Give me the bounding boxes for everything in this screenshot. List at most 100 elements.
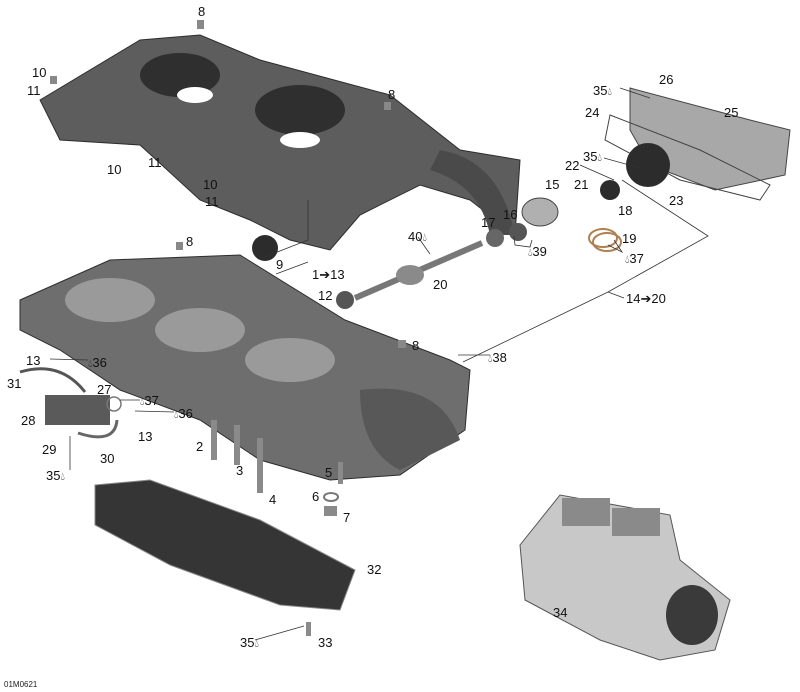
callout-21: 21 [574, 178, 588, 192]
callout-3: 3 [236, 464, 243, 478]
callout-35: 35💧︎ [46, 469, 65, 484]
callout-35: 35💧︎ [583, 150, 602, 165]
callout-17: 17 [481, 216, 495, 230]
callout-37: 💧︎37 [140, 394, 159, 409]
callout-19: 19 [622, 232, 636, 246]
callout-27: 27 [97, 383, 111, 397]
callout-number: 17 [481, 215, 496, 230]
callout-number: 13 [26, 353, 41, 368]
callout-number: 25 [724, 105, 739, 120]
callout-28: 28 [21, 414, 35, 428]
callout-number: 1➔13 [312, 267, 345, 282]
callout-8: 8 [198, 5, 205, 19]
callout-number: 22 [565, 158, 580, 173]
callout-number: 21 [574, 177, 589, 192]
callout-number: 10 [32, 65, 47, 80]
callout-number: 8 [412, 338, 420, 353]
callout-number: 35 [583, 149, 598, 164]
callout-number: 14➔20 [626, 291, 666, 306]
oil-drop-icon: 💧︎ [254, 638, 259, 650]
callout-number: 40 [408, 229, 423, 244]
callout-number: 20 [433, 277, 448, 292]
callout-6: 6 [312, 490, 319, 504]
oil-drop-icon: 💧︎ [597, 152, 602, 164]
callout-31: 31 [7, 377, 21, 391]
oil-drop-icon: 💧︎ [528, 247, 533, 259]
callout-40: 40💧︎ [408, 230, 427, 245]
callout-number: 35 [46, 468, 61, 483]
callout-7: 7 [343, 511, 350, 525]
cover-illustration [94, 479, 356, 611]
callout-8: 8 [186, 235, 193, 249]
callout-number: 12 [318, 288, 333, 303]
callout-25: 25 [724, 106, 738, 120]
callout-11: 11 [27, 84, 41, 98]
callout-number: 39 [532, 244, 547, 259]
lower-crankcase-illustration [19, 254, 471, 481]
callout-13: 13 [26, 354, 40, 368]
callout-18: 18 [618, 204, 632, 218]
callout-22: 22 [565, 159, 579, 173]
oil-drop-icon: 💧︎ [174, 409, 179, 421]
callout-number: 27 [97, 382, 112, 397]
oil-drop-icon: 💧︎ [60, 471, 65, 483]
oil-drop-icon: 💧︎ [488, 353, 493, 365]
callout-number: 11 [148, 155, 162, 170]
callout-8: 8 [412, 339, 419, 353]
callout-38: 💧︎38 [488, 351, 507, 366]
callout-16: 16 [503, 208, 517, 222]
callout-number: 34 [553, 605, 568, 620]
callout-10: 10 [203, 178, 217, 192]
callout-number: 23 [669, 193, 684, 208]
callout-number: 26 [659, 72, 674, 87]
callout-number: 18 [618, 203, 633, 218]
callout-11: 11 [205, 195, 219, 209]
callout-number: 32 [367, 562, 382, 577]
callout-range-1-13: 1➔13 [312, 268, 345, 282]
callout-26: 26 [659, 73, 673, 87]
upper-crankcase-illustration [39, 34, 521, 251]
callout-number: 16 [503, 207, 518, 222]
oil-drop-icon: 💧︎ [88, 358, 93, 370]
callout-number: 13 [138, 429, 153, 444]
callout-15: 15 [545, 178, 559, 192]
callout-number: 35 [593, 83, 608, 98]
callout-23: 23 [669, 194, 683, 208]
oil-drop-icon: 💧︎ [607, 86, 612, 98]
callout-number: 36 [92, 355, 107, 370]
callout-35: 35💧︎ [593, 84, 612, 99]
callout-13: 13 [138, 430, 152, 444]
callout-20: 20 [433, 278, 447, 292]
callout-10: 10 [32, 66, 46, 80]
callout-number: 4 [269, 492, 277, 507]
callout-39: 💧︎39 [528, 245, 547, 260]
callout-number: 8 [388, 87, 396, 102]
callout-11: 11 [148, 156, 162, 170]
callout-number: 37 [144, 393, 159, 408]
callout-number: 10 [203, 177, 218, 192]
callout-35: 35💧︎ [240, 636, 259, 651]
callout-number: 5 [325, 465, 333, 480]
callout-number: 38 [492, 350, 507, 365]
callout-number: 31 [7, 376, 22, 391]
callout-number: 36 [178, 406, 193, 421]
oil-drop-icon: 💧︎ [422, 232, 427, 244]
callout-36: 💧︎36 [174, 407, 193, 422]
oil-drop-icon: 💧︎ [140, 396, 145, 408]
callout-30: 30 [100, 452, 114, 466]
callout-number: 28 [21, 413, 36, 428]
callout-number: 9 [276, 257, 284, 272]
callout-number: 33 [318, 635, 333, 650]
callout-36: 💧︎36 [88, 356, 107, 371]
callout-number: 11 [205, 194, 219, 209]
callout-number: 37 [629, 251, 644, 266]
callout-2: 2 [196, 440, 203, 454]
callout-5: 5 [325, 466, 332, 480]
callout-number: 19 [622, 231, 637, 246]
callout-8: 8 [388, 88, 395, 102]
callout-number: 29 [42, 442, 57, 457]
callout-number: 10 [107, 162, 122, 177]
callout-number: 30 [100, 451, 115, 466]
